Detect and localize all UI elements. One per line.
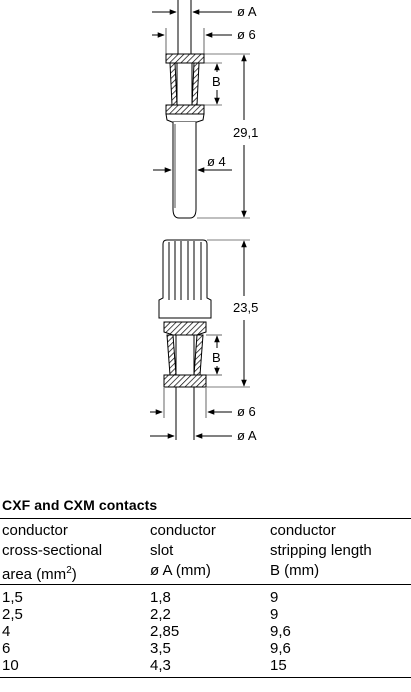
male-dia-6-label: ø 6 xyxy=(237,27,256,42)
header-line: ø A (mm) xyxy=(150,562,211,579)
table-row: 6 3,5 9,6 xyxy=(0,640,411,657)
cell-cross-section: 10 xyxy=(2,657,19,674)
header-line: conductor xyxy=(150,522,216,539)
female-dia-a-label: ø A xyxy=(237,428,257,443)
cell-slot: 3,5 xyxy=(150,640,171,657)
header-line: stripping length xyxy=(270,542,372,559)
header-slot: conductor slot ø A (mm) xyxy=(150,521,216,581)
cell-cross-section: 6 xyxy=(2,640,11,657)
header-line: area (mm2) xyxy=(2,561,102,585)
table-row: 4 2,85 9,6 xyxy=(0,623,411,640)
table-title: CXF and CXM contacts xyxy=(2,497,158,513)
male-b-label: B xyxy=(212,74,221,89)
female-dia-6-label: ø 6 xyxy=(237,404,256,419)
header-line: cross-sectional xyxy=(2,542,103,559)
cell-cross-section: 1,5 xyxy=(2,589,23,606)
header-line: conductor xyxy=(270,522,336,539)
cell-stripping: 15 xyxy=(270,657,287,674)
male-dimensions xyxy=(152,9,250,219)
header-line: B (mm) xyxy=(270,562,320,579)
table-top-rule xyxy=(0,518,411,519)
male-contact-drawing xyxy=(165,0,205,219)
female-dimensions xyxy=(150,239,250,439)
female-b-label: B xyxy=(212,350,221,365)
cell-slot: 2,85 xyxy=(150,623,180,640)
header-stripping-length: conductor stripping length B (mm) xyxy=(270,521,372,581)
cell-stripping: 9,6 xyxy=(270,623,291,640)
male-dia-4-label: ø 4 xyxy=(207,154,226,169)
table-row: 1,5 1,8 9 xyxy=(0,589,411,606)
cell-stripping: 9,6 xyxy=(270,640,291,657)
header-line: slot xyxy=(150,542,174,559)
cell-slot: 2,2 xyxy=(150,606,171,623)
cell-stripping: 9 xyxy=(270,589,279,606)
cell-slot: 1,8 xyxy=(150,589,171,606)
contact-technical-drawing: ø A ø 6 B 29,1 ø 4 xyxy=(150,0,258,443)
table-row: 10 4,3 15 xyxy=(0,657,411,674)
table-row: 2,5 2,2 9 xyxy=(0,606,411,623)
female-length-label: 23,5 xyxy=(233,300,258,315)
cell-slot: 4,3 xyxy=(150,657,171,674)
header-text: ) xyxy=(71,566,77,583)
cell-cross-section: 4 xyxy=(2,623,11,640)
header-line: conductor xyxy=(2,522,68,539)
male-dia-a-label: ø A xyxy=(237,4,257,19)
table-header-rule xyxy=(0,584,411,585)
female-contact-drawing xyxy=(158,239,212,440)
table-bottom-rule xyxy=(0,677,411,678)
cell-cross-section: 2,5 xyxy=(2,606,23,623)
header-text: area (mm xyxy=(2,566,67,583)
header-cross-section: conductor cross-sectional area (mm2) xyxy=(2,521,102,585)
cell-stripping: 9 xyxy=(270,606,279,623)
male-length-label: 29,1 xyxy=(233,125,258,140)
header-superscript: 2 xyxy=(66,565,72,576)
